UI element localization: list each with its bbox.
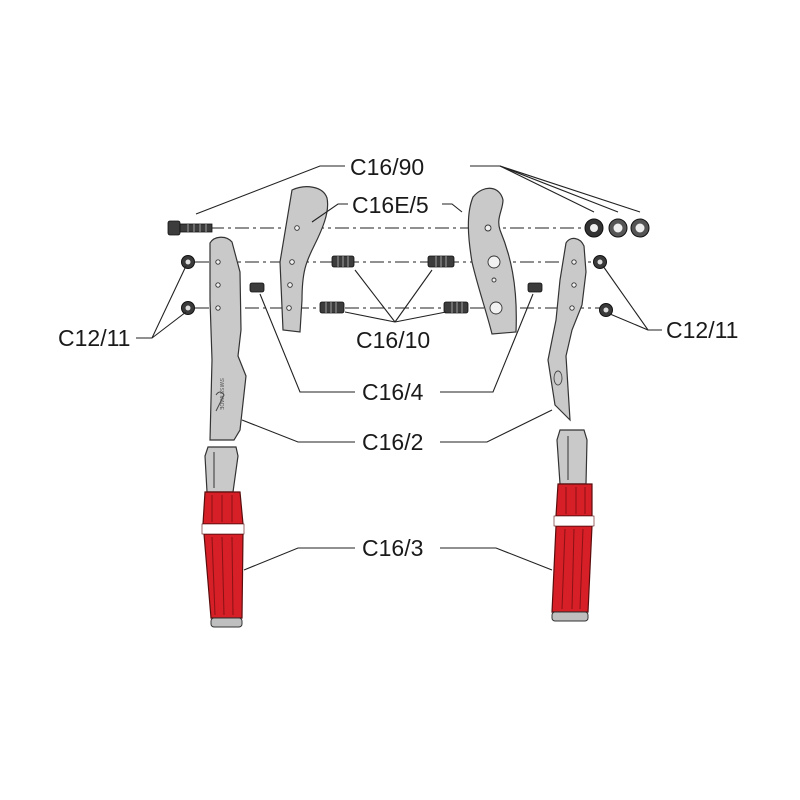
pivot-washer-and-nuts [584,218,650,238]
label-c16-90: C16/90 [350,154,424,180]
pivot-bolt [167,220,213,236]
right-grip [551,483,595,622]
label-c16e-5: C16E/5 [352,192,429,218]
svg-text:SWISS MADE: SWISS MADE [218,378,224,411]
left-handle-head: SWISS MADE [209,236,247,441]
left-grip [201,491,245,628]
screws-c16-10 [319,255,469,314]
label-c16-2: C16/2 [362,429,423,455]
assembly-axes [195,227,605,309]
pins-c16-4 [249,282,543,293]
label-c16-4: C16/4 [362,379,424,405]
right-blade [467,187,517,335]
nuts-c12-11 [181,255,613,317]
right-handle-head [547,237,587,422]
label-c12-11-right: C12/11 [666,317,738,343]
leader-lines [136,165,662,571]
label-c12-11-left: C12/11 [58,325,130,351]
label-c16-3: C16/3 [362,535,423,561]
label-c16-10: C16/10 [356,327,430,353]
lower-shanks [204,429,588,493]
part-labels: C16/90 C16E/5 C12/11 C12/11 C16/10 C16/4… [58,154,738,561]
left-blade [279,186,329,333]
